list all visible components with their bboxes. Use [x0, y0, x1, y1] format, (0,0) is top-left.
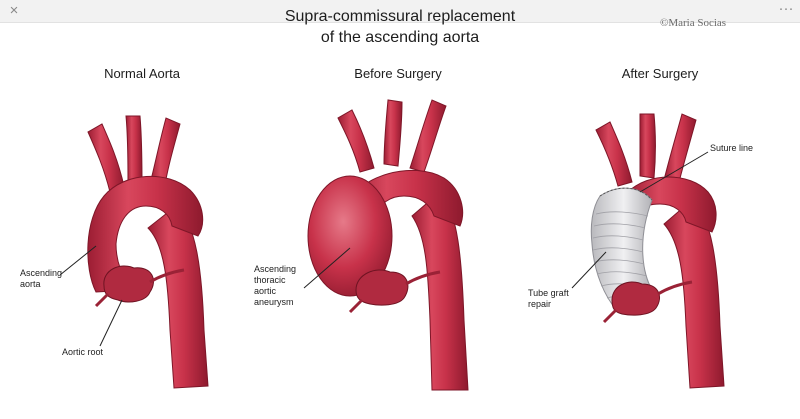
brachiocephalic-branch [595, 121, 633, 187]
normal-aorta-drawing [87, 115, 209, 389]
coronary-artery-left [348, 298, 364, 314]
aortic-root [355, 269, 409, 306]
diagram-title: Supra-commissural replacement of the asc… [200, 6, 600, 48]
label-suture-line: Suture line [710, 143, 754, 153]
tube-graft [590, 187, 657, 313]
leader-suture-line [639, 151, 709, 193]
leader-tube-graft [571, 251, 607, 289]
more-dots-icon[interactable]: ··· [778, 0, 794, 17]
aneurysm-aorta-drawing [307, 99, 469, 391]
title-line-1: Supra-commissural replacement [284, 8, 516, 25]
viewer-toolbar: × ··· [0, 0, 800, 23]
brachiocephalic-branch [87, 123, 125, 193]
descending-aorta [663, 199, 725, 389]
panel-title-normal: Normal Aorta [104, 66, 180, 81]
panel-title-after: After Surgery [621, 66, 699, 81]
aortic-root [611, 281, 660, 316]
coronary-artery-right [657, 280, 693, 296]
coronary-artery-right [149, 268, 185, 284]
leader-lines [59, 151, 709, 347]
panel-title-before: Before Surgery [354, 66, 442, 81]
carotid-branch [125, 115, 143, 185]
aortic-root [103, 265, 154, 303]
aortic-arch [87, 175, 204, 293]
label-aneurysm: Ascending thoracic aortic aneurysm [254, 264, 297, 307]
copyright-watermark: ©Maria Socias [660, 17, 727, 29]
leader-aortic-root [99, 299, 123, 347]
coronary-artery-left [602, 308, 618, 324]
carotid-branch [383, 99, 403, 167]
repaired-aorta-drawing [590, 113, 725, 389]
suture-line [599, 187, 653, 201]
leader-ascending-aorta [59, 245, 97, 276]
carotid-branch [639, 113, 656, 179]
leader-aneurysm [303, 247, 351, 289]
close-icon[interactable]: × [9, 2, 19, 19]
subclavian-branch [149, 117, 181, 191]
subclavian-branch [409, 99, 447, 173]
coronary-artery-left [94, 292, 110, 308]
label-tube-graft: Tube graft repair [528, 288, 569, 309]
title-line-2: of the ascending aorta [320, 29, 480, 46]
coronary-artery-right [405, 270, 441, 286]
aortic-arch [627, 176, 717, 233]
subclavian-branch [663, 113, 697, 187]
brachiocephalic-branch [337, 109, 375, 173]
label-aortic-root: Aortic root [62, 347, 104, 357]
label-ascending-aorta: Ascending aorta [20, 268, 63, 289]
